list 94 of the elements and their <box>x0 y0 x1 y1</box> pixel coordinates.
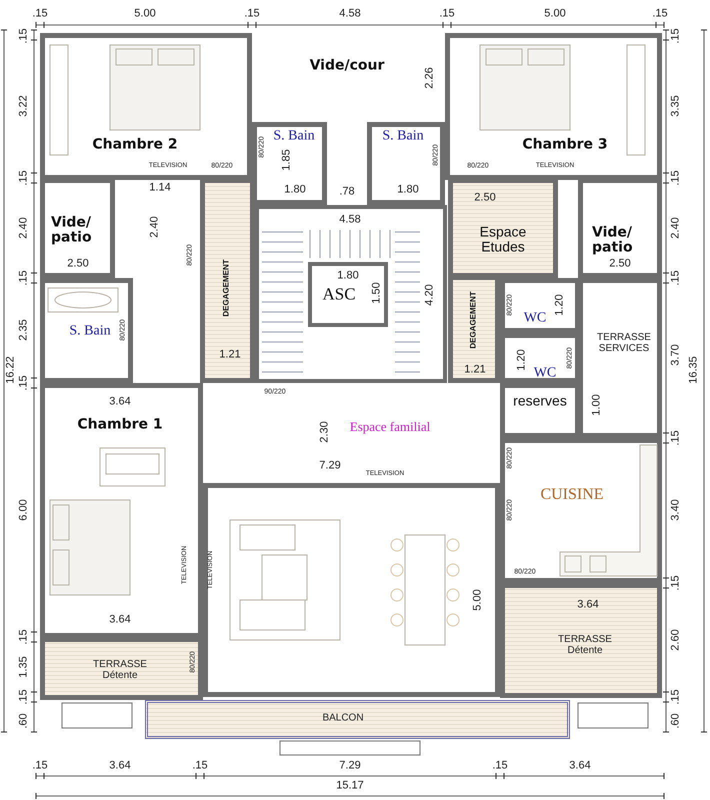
room-name: S. Bain <box>382 128 424 144</box>
dimension-value: 3.64 <box>577 600 599 610</box>
dimension-value: 1.80 <box>397 184 419 196</box>
dimension-value: .15 <box>18 170 30 186</box>
dimension-value: .15 <box>18 375 30 391</box>
dimension-value: .15 <box>670 689 682 705</box>
dimension-value: 3.22 <box>18 95 30 117</box>
dimension-value: 16.22 <box>6 356 16 384</box>
dimension-value: 3.64 <box>569 760 591 772</box>
dimension-value: 3.35 <box>670 95 682 117</box>
room-name: reserves <box>513 393 567 409</box>
corridor <box>448 275 500 383</box>
room-name: DEGAGEMENT <box>222 259 232 317</box>
dimension-value: .15 <box>18 689 30 705</box>
dimension-value: 2.50 <box>609 258 631 270</box>
dimension-value: 2.35 <box>18 319 30 341</box>
dimension-value: .15 <box>670 575 682 591</box>
dimension-value: 5.00 <box>472 589 484 611</box>
dimension-value: 16.35 <box>688 356 700 384</box>
dimension-value: 15.17 <box>336 780 364 792</box>
dimension-value: .15 <box>18 629 30 645</box>
dimension-value: 4.20 <box>424 284 436 306</box>
dimension-value: 1.80 <box>337 270 359 282</box>
room-name: DEGAGEMENT <box>470 291 478 349</box>
dimension-value: .60 <box>18 713 30 729</box>
room-name: CUISINE <box>540 486 604 504</box>
dimension-value: 2.40 <box>150 216 160 238</box>
dimension-value: .15 <box>670 270 682 286</box>
dimension-value: 2.50 <box>474 192 496 204</box>
dimension-value: 2.40 <box>18 217 30 239</box>
dimension-value: .60 <box>670 713 682 729</box>
dimension-value: .15 <box>652 8 668 20</box>
dimension-value: .78 <box>339 186 355 198</box>
dimension-value: 3.64 <box>109 760 131 772</box>
dimension-value: 7.29 <box>339 760 361 772</box>
elevator-shaft <box>308 262 388 327</box>
dimension-value: 2.30 <box>320 421 330 443</box>
dimension-value: .15 <box>18 270 30 286</box>
dimension-value: 2.50 <box>67 258 89 270</box>
balcony <box>145 700 570 739</box>
room-name: Vide/cour <box>310 58 384 74</box>
room-name: WC <box>534 365 556 381</box>
dimension-value: 3.40 <box>670 499 682 521</box>
dimension-value: 1.80 <box>284 184 306 196</box>
room-name: Chambre 1 <box>77 417 163 433</box>
dimension-value: .15 <box>492 760 508 772</box>
room-name: TERRASSE SERVICES <box>596 332 652 354</box>
room-name: S. Bain <box>69 323 111 339</box>
room-name: BALCON <box>322 712 364 724</box>
room-name: Espace familial <box>350 420 430 434</box>
dimension-value: 1.85 <box>282 149 292 171</box>
dimension-value: .15 <box>32 760 48 772</box>
dimension-value: 1.35 <box>18 656 30 678</box>
corridor <box>200 178 255 383</box>
dimension-value: 1.21 <box>464 364 486 376</box>
room-name: Chambre 2 <box>92 137 178 153</box>
dimension-value: .15 <box>18 28 30 44</box>
dimension-value: 1.00 <box>592 394 602 416</box>
dimension-value: 1.20 <box>516 349 528 371</box>
study-area <box>448 178 558 278</box>
dimension-value: 1.50 <box>372 282 382 304</box>
dimension-value: 2.40 <box>670 217 682 239</box>
dimension-value: .15 <box>192 760 208 772</box>
patio-void <box>40 178 115 278</box>
dimension-value: .15 <box>670 170 682 186</box>
dimension-value: 1.20 <box>554 294 566 316</box>
room-name: Espace Etudes <box>478 224 528 256</box>
room-name: Vide/ patio <box>592 226 634 256</box>
dimension-value: .15 <box>670 28 682 44</box>
dimension-value: .15 <box>244 8 260 20</box>
dimension-value: 1.21 <box>219 350 241 360</box>
dimension-value: 1.14 <box>149 182 171 194</box>
room-name: Chambre 3 <box>522 137 608 153</box>
dimension-value: 3.64 <box>109 614 131 626</box>
room-name: ASC <box>322 286 356 304</box>
dimension-value: 2.26 <box>424 67 436 89</box>
room-name: S. Bain <box>273 128 315 144</box>
room-name: TERRASSE Détente <box>557 634 613 656</box>
dimension-value: 6.00 <box>18 499 30 521</box>
dimension-value: 7.29 <box>319 460 341 472</box>
dimension-value: 4.58 <box>339 8 361 20</box>
dimension-value: 5.00 <box>544 8 566 20</box>
dimension-value: 3.64 <box>109 396 131 408</box>
room-name: Vide/ patio <box>51 216 93 246</box>
room-name: WC <box>524 310 546 326</box>
dimension-value: .15 <box>32 8 48 20</box>
dimension-value: .15 <box>439 8 455 20</box>
dimension-value: 2.60 <box>670 629 682 651</box>
dimension-value: 5.00 <box>134 8 156 20</box>
patio-void <box>578 178 662 278</box>
room-name: TERRASSE Détente <box>92 659 148 681</box>
dimension-value: 4.58 <box>339 214 361 226</box>
dimension-value: .15 <box>670 430 682 446</box>
dimension-value: 3.70 <box>670 344 682 366</box>
